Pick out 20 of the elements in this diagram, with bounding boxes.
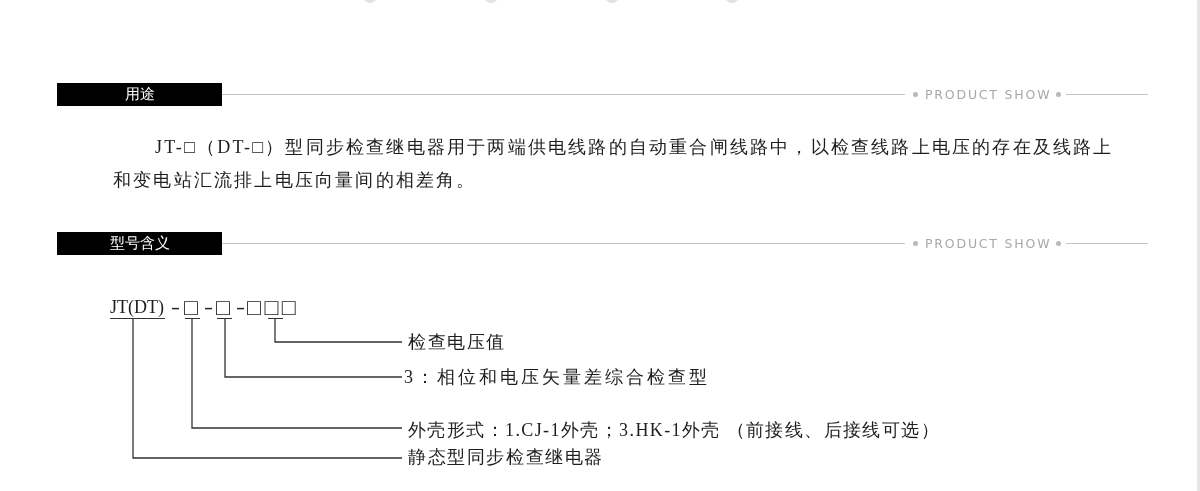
tagline-text: PRODUCT SHOW [925,235,1052,252]
tagline-text: PRODUCT SHOW [925,86,1052,103]
leader-line [132,317,403,459]
description-text: 外壳形式：1.CJ-1外壳；3.HK-1外壳 （前接线、后接线可选） [402,418,941,442]
hyphen: - [171,297,180,318]
description-text: 检查电压值 [402,330,506,354]
code-text: □□□ [247,297,300,318]
leader-line [191,317,403,429]
hyphen: - [236,297,245,318]
description-text: 静态型同步检查继电器 [402,445,604,469]
section-header: 用途 [57,83,222,106]
section-header: 型号含义 [57,232,222,255]
paragraph: JT-□（DT-□）型同步检查继电器用于两端供电线路的自动重合闸线路中，以检查线路上电压的存在及线路上和变电站汇流排上电压向量间的相差角。 [113,135,1115,192]
code-text: □ [216,297,230,318]
leader-line [224,317,403,378]
leader-line [274,317,403,343]
hyphen: - [204,297,213,318]
description-text: 3：相位和电压矢量差综合检查型 [402,365,710,389]
code-text: □ [184,297,198,318]
code-text: JT(DT) [110,297,164,318]
